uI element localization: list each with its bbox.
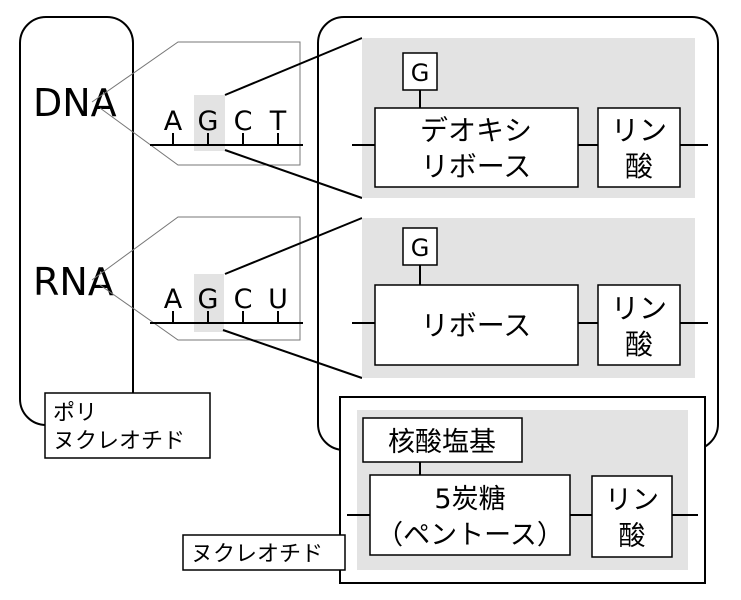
polynucleotide-label-line2: ヌクレオチド — [53, 429, 185, 454]
nucleobase: 核酸塩基 — [388, 427, 496, 458]
dna-nucleotide: G デオキシ リボース リン 酸 — [352, 38, 708, 198]
nucleotide-label: ヌクレオチド — [191, 542, 323, 567]
dna-nucleotide-base: G — [411, 59, 430, 87]
dna-base: C — [234, 106, 253, 137]
polynucleotide-label-box — [44, 392, 211, 459]
phosphate-line1: リン — [611, 292, 667, 325]
rna-label: RNA — [33, 260, 114, 304]
ribose: リボース — [421, 309, 532, 342]
rna-base: C — [234, 284, 253, 315]
phosphate-line1: リン — [611, 114, 667, 147]
dna-base: A — [164, 106, 183, 137]
deoxyribose-line1: デオキシ — [420, 114, 532, 147]
pentose-line2: （ペントース） — [376, 520, 564, 551]
rna-base: A — [164, 284, 183, 315]
phosphate-line2: 酸 — [625, 150, 653, 183]
nucleotide-structure: 核酸塩基 5炭糖 （ペントース） リン 酸 — [339, 396, 706, 584]
polynucleotide-outline — [19, 16, 134, 426]
phosphate-line2: 酸 — [625, 328, 653, 361]
nucleotide-label-box — [182, 534, 346, 571]
dna-label: DNA — [33, 81, 117, 125]
phosphate-line1: リン — [605, 485, 659, 516]
dna-base: G — [198, 106, 219, 137]
rna-nucleotide: G リボース リン 酸 — [352, 218, 708, 378]
deoxyribose-line2: リボース — [421, 150, 532, 183]
phosphate-line2: 酸 — [619, 521, 646, 552]
rna-base: G — [198, 284, 219, 315]
rna-base: U — [268, 284, 288, 315]
dna-base: T — [269, 106, 287, 137]
dna-highlight — [194, 95, 225, 151]
polynucleotide-label-line1: ポリ — [53, 401, 97, 426]
rna-nucleotide-base: G — [411, 234, 430, 262]
pentose-line1: 5炭糖 — [434, 484, 505, 515]
rna-strand-zoom: A G C U — [91, 216, 363, 379]
dna-strand-zoom: A G C T — [91, 37, 363, 199]
